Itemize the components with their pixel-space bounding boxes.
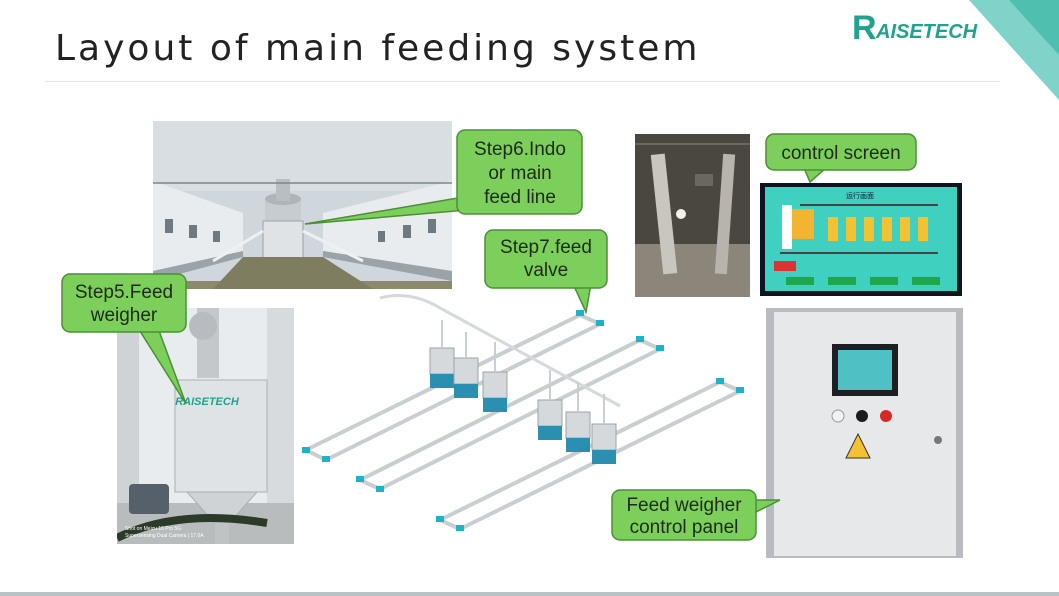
feed-weigher-photo: RAISETECH Shot on Meizu 16 Pro 5G Supers… <box>117 308 294 544</box>
control-screen-label: control screen <box>781 143 900 164</box>
footer-rule <box>0 592 1059 596</box>
step6-line3: feed line <box>484 187 556 208</box>
watermark-line1: Shot on Meizu 16 Pro 5G <box>125 526 181 532</box>
step6-line2: or main <box>488 163 551 184</box>
control-screen-callout: control screen <box>765 133 917 184</box>
slide-title: Layout of main feeding system <box>55 28 701 69</box>
step7-callout: Step7.feed valve <box>484 229 608 315</box>
control-panel-callout: Feed weigher control panel <box>611 489 781 541</box>
control-screen-image: 运行画面 <box>760 183 962 296</box>
step7-line2: valve <box>524 260 568 281</box>
weigher-brand-label: RAISETECH <box>175 396 240 408</box>
title-divider <box>45 81 1000 82</box>
step6-callout: Step6.Indo or main feed line <box>304 129 583 225</box>
corner-decoration <box>969 0 1059 100</box>
step5-line2: weigher <box>90 305 158 326</box>
svg-text:R: R <box>852 9 877 44</box>
control-panel-photo <box>766 308 963 558</box>
outdoor-feed-line-photo <box>153 121 452 289</box>
panel-line1: Feed weigher <box>626 495 742 516</box>
indoor-feed-line-photo <box>635 134 750 297</box>
step5-callout: Step5.Feed weigher <box>61 273 187 405</box>
screen-header: 运行画面 <box>846 191 874 200</box>
step7-line1: Step7.feed <box>500 237 592 258</box>
watermark-line2: Supersensing Dual Camera | 17.0A <box>125 533 204 539</box>
feed-line-layout-diagram <box>302 294 744 531</box>
step6-line1: Step6.Indo <box>474 139 566 160</box>
raisetech-logo: R AISETECH <box>852 8 982 47</box>
panel-line2: control panel <box>630 517 739 538</box>
step5-line1: Step5.Feed <box>75 282 173 303</box>
svg-text:AISETECH: AISETECH <box>875 21 978 43</box>
